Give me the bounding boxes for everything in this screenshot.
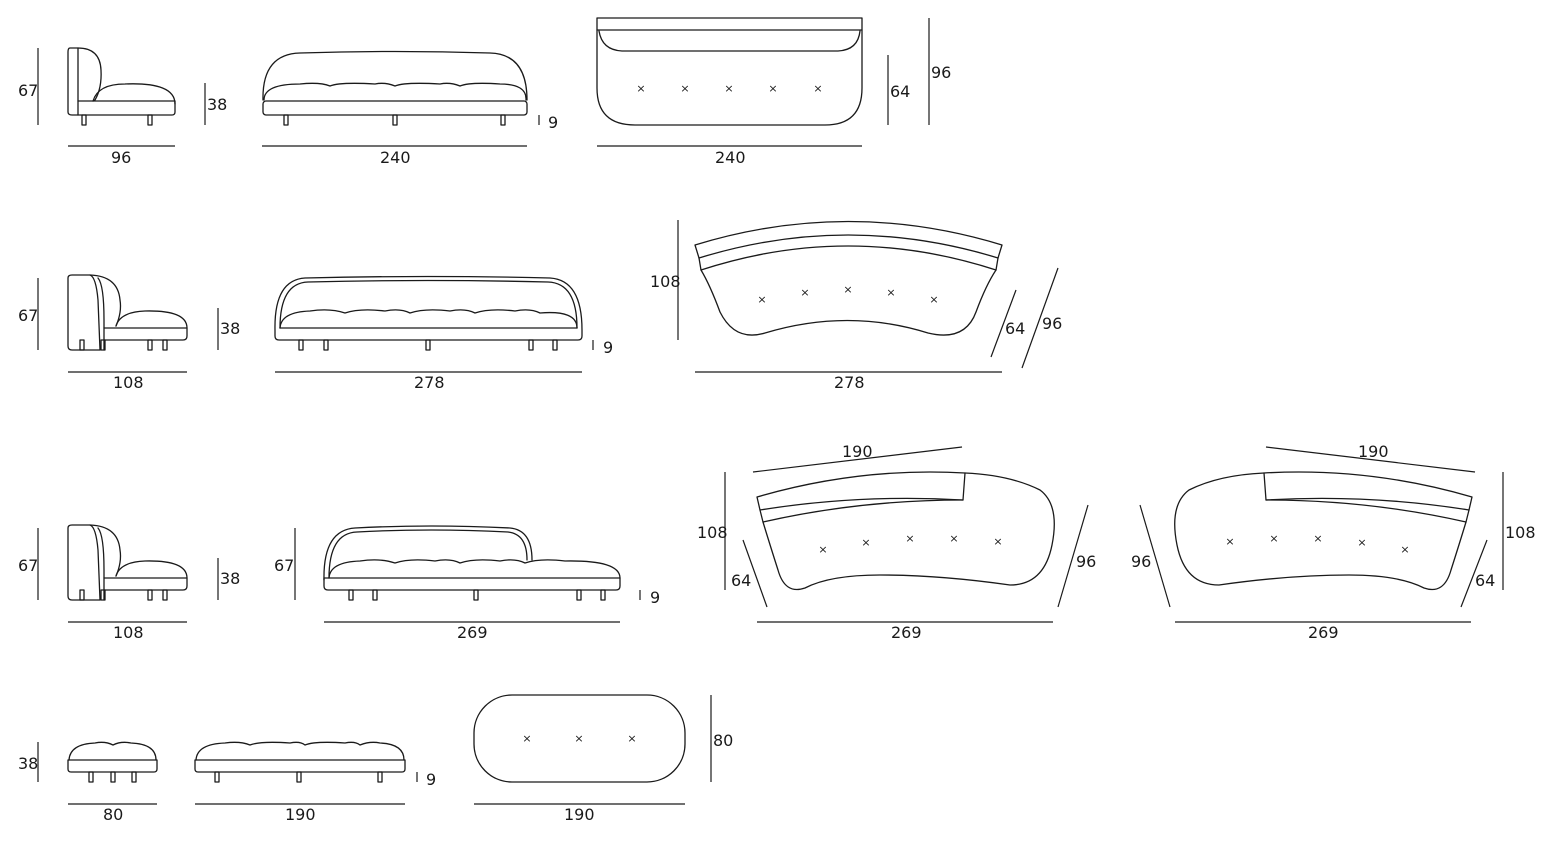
dim-top-width: 269	[891, 623, 922, 642]
dim-seat-height: 38	[220, 569, 240, 588]
side-view	[67, 274, 188, 351]
button-mark: ×	[680, 82, 689, 95]
dim-side-height: 67	[18, 81, 38, 100]
dim-top-inner-depth: 64	[731, 571, 751, 590]
top-view-chaise-right: × × × × ×	[1174, 471, 1473, 591]
dim-back-width: 190	[1358, 442, 1389, 461]
button-mark: ×	[949, 532, 958, 545]
button-mark: ×	[886, 286, 895, 299]
front-view	[274, 275, 583, 351]
button-mark: ×	[1357, 536, 1366, 549]
button-mark: ×	[636, 82, 645, 95]
dim-top-outer-depth: 96	[1076, 552, 1096, 571]
button-mark: ×	[522, 732, 531, 745]
dim-leg-height: 9	[548, 113, 558, 132]
button-mark: ×	[768, 82, 777, 95]
button-mark: ×	[574, 732, 583, 745]
dim-top-depth: 108	[1505, 523, 1536, 542]
button-mark: ×	[1225, 535, 1234, 548]
row-4-ottoman-190: 38 80 9 190 × × × 80 190	[18, 694, 733, 824]
dim-front-width: 269	[457, 623, 488, 642]
dim-back-width: 190	[842, 442, 873, 461]
dim-leg-height: 9	[426, 770, 436, 789]
dim-side-height: 38	[18, 754, 38, 773]
top-view-curved: × × × × ×	[694, 220, 1003, 336]
button-mark: ×	[818, 543, 827, 556]
button-mark: ×	[1269, 532, 1278, 545]
dim-top-inner-depth: 64	[890, 82, 910, 101]
row-2-sofa-278: 67 38 108 9 278 × × × × × 108 64 96 278	[18, 220, 1062, 392]
dim-top-depth: 80	[713, 731, 733, 750]
side-view	[67, 47, 176, 126]
row-3-chaise-269: 67 38 108 67 9 269 × × × × × 190 108 64 …	[18, 442, 1536, 642]
front-view	[194, 741, 406, 783]
button-mark: ×	[905, 532, 914, 545]
dim-side-height: 67	[18, 556, 38, 575]
dim-top-depth: 96	[931, 63, 951, 82]
button-mark: ×	[993, 535, 1002, 548]
dim-side-depth: 96	[111, 148, 131, 167]
dim-side-depth: 108	[113, 373, 144, 392]
button-mark: ×	[929, 293, 938, 306]
dim-top-depth: 108	[697, 523, 728, 542]
dim-top-inner-depth: 64	[1005, 319, 1025, 338]
dim-top-width: 278	[834, 373, 865, 392]
dim-front-width: 240	[380, 148, 411, 167]
dim-front-width: 278	[414, 373, 445, 392]
button-mark: ×	[813, 82, 822, 95]
dim-top-width: 269	[1308, 623, 1339, 642]
button-mark: ×	[1400, 543, 1409, 556]
dim-leg-height: 9	[603, 338, 613, 357]
dim-top-width: 190	[564, 805, 595, 824]
button-mark: ×	[757, 293, 766, 306]
dim-side-height: 67	[18, 306, 38, 325]
dim-seat-height: 38	[207, 95, 227, 114]
dim-top-width: 240	[715, 148, 746, 167]
dim-front-height: 67	[274, 556, 294, 575]
row-1-sofa-240: 67 38 96 9 240 × × × × × 64 96 240	[18, 17, 951, 167]
top-view: × × ×	[473, 694, 686, 783]
button-mark: ×	[861, 536, 870, 549]
side-view	[67, 741, 158, 783]
side-view	[67, 524, 188, 601]
dim-seat-height: 38	[220, 319, 240, 338]
dim-front-width: 190	[285, 805, 316, 824]
top-view: × × × × ×	[596, 17, 863, 126]
dim-top-outer-depth: 96	[1131, 552, 1151, 571]
dim-leg-height: 9	[650, 588, 660, 607]
dim-top-inner-depth: 64	[1475, 571, 1495, 590]
button-mark: ×	[843, 283, 852, 296]
dim-top-outer-depth: 96	[1042, 314, 1062, 333]
button-mark: ×	[1313, 532, 1322, 545]
dim-side-depth: 108	[113, 623, 144, 642]
front-view	[262, 50, 528, 126]
dim-top-depth: 108	[650, 272, 681, 291]
front-view	[323, 525, 621, 601]
dim-side-depth: 80	[103, 805, 123, 824]
button-mark: ×	[627, 732, 636, 745]
button-mark: ×	[724, 82, 733, 95]
top-view-chaise-left: × × × × ×	[756, 471, 1055, 591]
button-mark: ×	[800, 286, 809, 299]
